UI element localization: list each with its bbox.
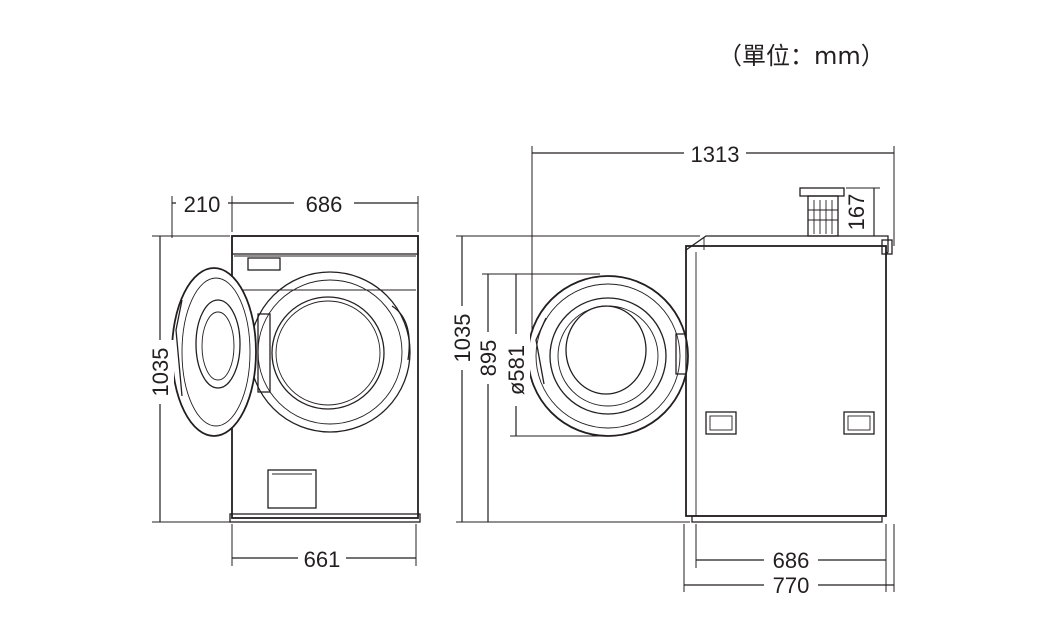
dim-front-height: 1035 xyxy=(148,348,173,397)
side-cabinet xyxy=(685,245,887,517)
side-handle-right xyxy=(843,411,875,435)
front-view xyxy=(171,235,421,523)
dim-side-total-depth: 770 xyxy=(773,573,810,598)
front-door-glass xyxy=(271,296,385,410)
front-base xyxy=(229,513,421,523)
front-filter-door xyxy=(267,469,317,509)
front-top-panel xyxy=(231,235,419,255)
side-vent xyxy=(799,187,845,237)
dim-side-height: 1035 xyxy=(450,314,475,363)
front-open-door-outer xyxy=(171,267,257,437)
side-base xyxy=(691,515,883,523)
side-door-outer xyxy=(527,275,689,437)
front-cabinet xyxy=(231,235,419,519)
front-control-panel xyxy=(247,257,281,271)
dim-vent-height: 167 xyxy=(844,194,869,231)
front-hinge xyxy=(257,313,271,393)
dim-door-diameter: ø581 xyxy=(504,345,529,395)
dim-total-length: 1313 xyxy=(691,142,740,167)
dim-side-body-depth: 686 xyxy=(773,548,810,573)
side-hinge xyxy=(675,333,687,375)
dim-front-top-depth: 686 xyxy=(306,192,343,217)
front-dimensions: 210 686 1035 661 xyxy=(146,190,419,572)
side-view xyxy=(527,187,893,523)
dim-front-base-width: 661 xyxy=(304,547,341,572)
front-open-door-glass xyxy=(195,299,241,389)
side-dimensions: 1313 167 1035 895 ø581 686 770 xyxy=(448,140,895,598)
side-handle-left xyxy=(705,411,737,435)
side-top xyxy=(685,235,889,255)
dim-door-swing: 210 xyxy=(184,192,221,217)
unit-note: （單位：mm） xyxy=(718,42,885,70)
side-door-glass xyxy=(549,297,667,415)
dim-door-height: 895 xyxy=(476,340,501,377)
